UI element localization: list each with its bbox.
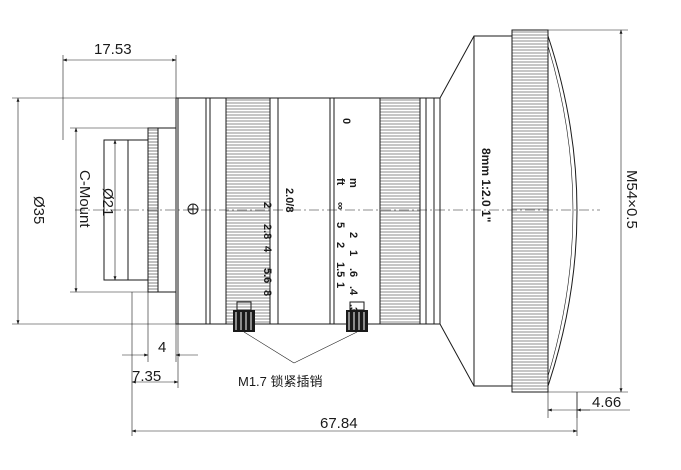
focus-m-value: .4 bbox=[347, 286, 359, 296]
aperture-value: 5.6 bbox=[261, 268, 273, 283]
dim-back-length: 7.35 bbox=[131, 292, 179, 436]
dim-mount: C-Mount Ø21 bbox=[70, 127, 148, 293]
dim-front-thread-length: 4.66 bbox=[547, 386, 630, 418]
dim-front-thread-value: M54×0.5 bbox=[623, 170, 640, 229]
screw-symbol bbox=[187, 203, 199, 215]
focus-m-label: m bbox=[347, 178, 359, 188]
front-hood bbox=[439, 29, 578, 393]
lens-marking: 8mm 1:2.0 1" bbox=[479, 148, 493, 222]
dim-front-thread-length-value: 4.66 bbox=[592, 394, 621, 411]
aperture-label: 2.0/8 bbox=[283, 188, 295, 212]
lock-pin-left bbox=[233, 301, 255, 332]
c-mount-thread bbox=[103, 127, 177, 293]
lock-pin-callout: M1.7 锁紧插销 bbox=[238, 331, 358, 389]
focus-ft-label: ft bbox=[334, 178, 346, 186]
focus-m-value: 2 bbox=[347, 232, 359, 238]
focus-ft-value: ∞ bbox=[334, 202, 346, 210]
focus-zero: 0 bbox=[340, 118, 352, 124]
aperture-scale: 2 2.8 4 5.6 8 bbox=[261, 202, 273, 296]
dim-outer-diameter-value: Ø35 bbox=[30, 196, 47, 224]
dim-flange-depth: 17.53 bbox=[62, 41, 177, 140]
focus-m-scale: 2 1 .6 .4 .3 bbox=[347, 232, 359, 313]
dim-outer-diameter: Ø35 bbox=[12, 97, 176, 325]
focus-m-value: 1 bbox=[347, 250, 359, 256]
dim-thread-length-value: 4 bbox=[158, 339, 166, 356]
focus-m-value: .3 bbox=[347, 304, 359, 313]
mount-diameter-value: Ø21 bbox=[99, 188, 116, 216]
focus-ft-value: 1 bbox=[334, 282, 346, 288]
aperture-value: 2 bbox=[261, 202, 273, 208]
focus-ft-value: 1.5 bbox=[334, 262, 346, 277]
dim-total-length-value: 67.84 bbox=[320, 415, 358, 432]
aperture-value: 2.8 bbox=[261, 224, 273, 239]
focus-m-value: .6 bbox=[347, 268, 359, 277]
lock-pin-right bbox=[346, 301, 368, 332]
focus-ft-value: 2 bbox=[334, 242, 346, 248]
aperture-value: 4 bbox=[261, 246, 273, 253]
focus-ft-value: 5 bbox=[334, 222, 346, 228]
aperture-value: 8 bbox=[261, 290, 273, 296]
dim-front-thread: M54×0.5 bbox=[548, 29, 640, 393]
dim-total-length: 67.84 bbox=[131, 392, 578, 436]
dim-flange-depth-value: 17.53 bbox=[94, 41, 132, 58]
lens-barrel bbox=[175, 97, 441, 325]
lock-pin-label: M1.7 锁紧插销 bbox=[238, 374, 323, 389]
mount-type-label: C-Mount bbox=[76, 170, 93, 228]
dim-thread-length: 4 bbox=[122, 292, 198, 362]
dim-back-length-value: 7.35 bbox=[132, 368, 161, 385]
focus-ft-scale: ∞ 5 2 1.5 1 bbox=[334, 202, 346, 288]
